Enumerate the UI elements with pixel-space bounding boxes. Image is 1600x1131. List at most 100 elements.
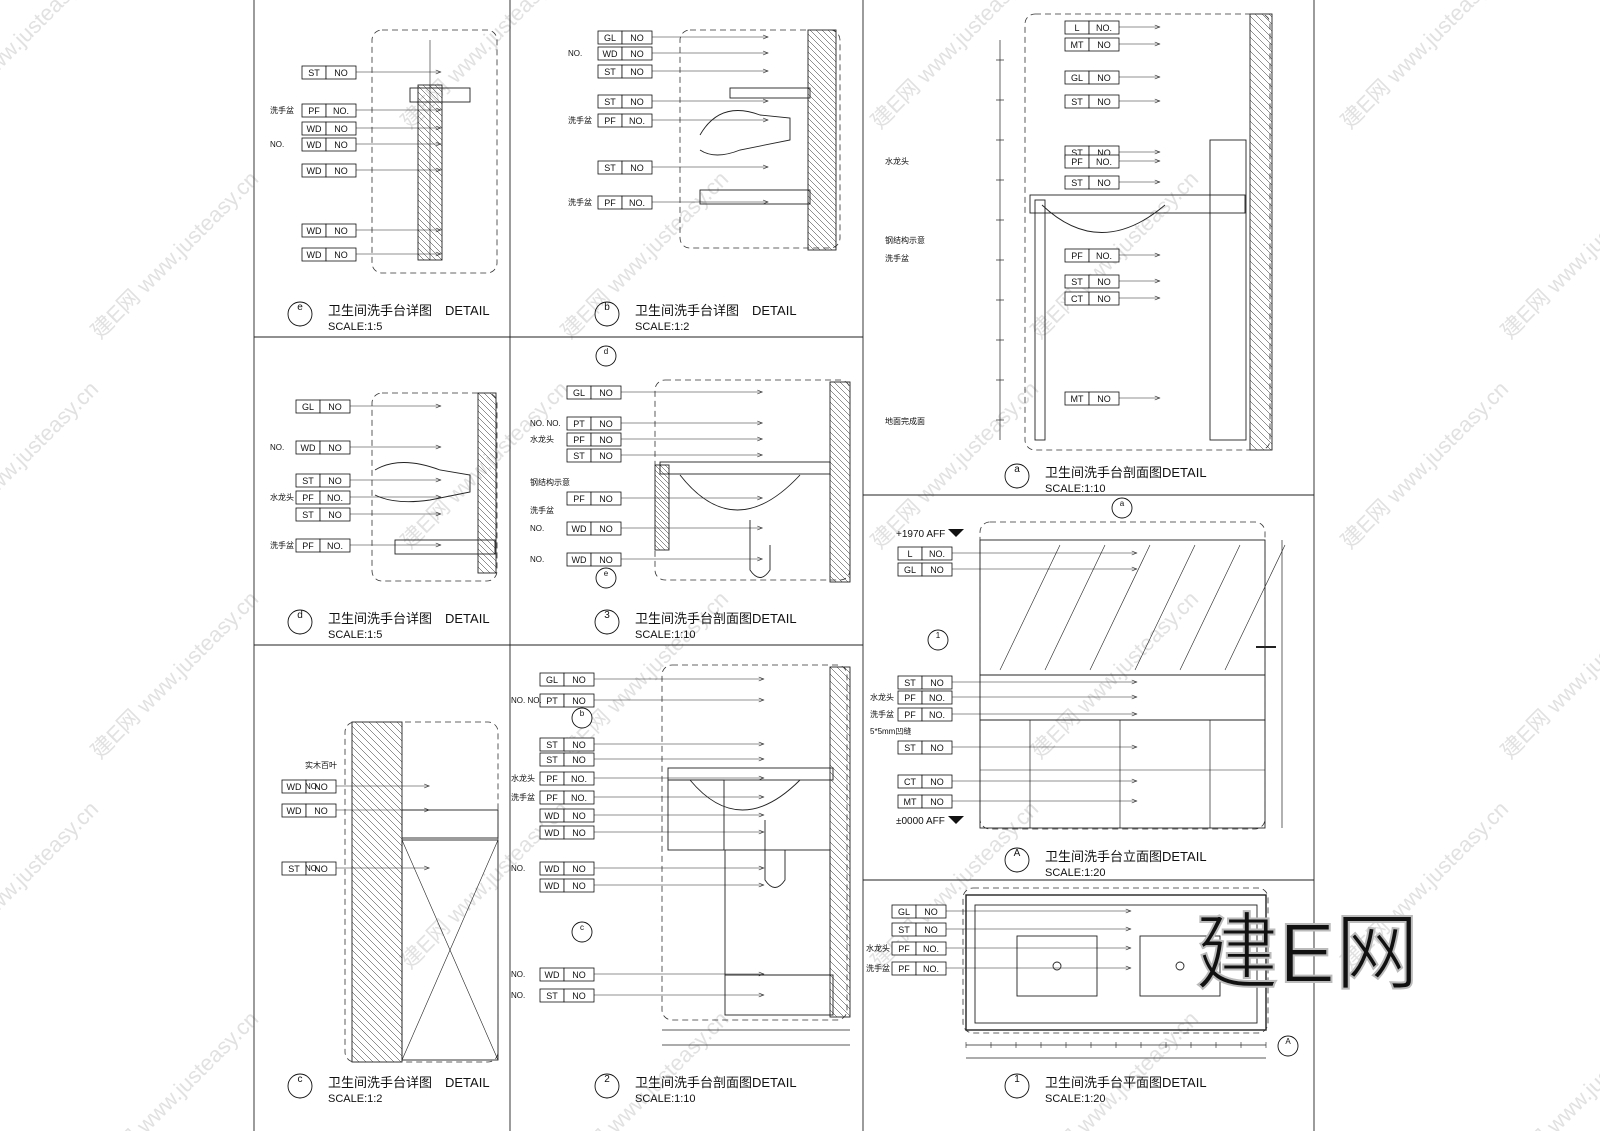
material-number: NO bbox=[930, 777, 944, 787]
material-number: NO bbox=[572, 970, 586, 980]
material-number: NO bbox=[572, 696, 586, 706]
material-number: NO bbox=[572, 740, 586, 750]
watermark-text: 建E网 www.justeasy.cn bbox=[1496, 166, 1600, 343]
annotation-label: NO. NO. bbox=[511, 696, 542, 705]
detail-marker bbox=[594, 301, 620, 327]
material-code: PF bbox=[302, 493, 314, 503]
detail-marker bbox=[287, 301, 313, 327]
detail-id: A bbox=[1014, 848, 1021, 859]
annotation-label: 钢结构示意 bbox=[530, 477, 570, 487]
annotation-label: 洗手盆 bbox=[270, 105, 294, 115]
drawing-boundary bbox=[962, 887, 1269, 1034]
wall-hatch bbox=[829, 381, 851, 583]
material-code: WD bbox=[603, 49, 618, 59]
annotation-label: 水龙头 bbox=[511, 773, 535, 783]
material-number: NO bbox=[1097, 294, 1111, 304]
callout-id: c bbox=[580, 923, 584, 932]
detail-id: 2 bbox=[604, 1074, 610, 1085]
material-number: NO bbox=[930, 797, 944, 807]
watermark-text: 建E网 www.justeasy.cn bbox=[0, 796, 103, 973]
material-code: ST bbox=[546, 755, 558, 765]
detail-marker bbox=[594, 609, 620, 635]
material-number: NO. bbox=[1096, 157, 1112, 167]
material-code: PF bbox=[302, 541, 314, 551]
material-code: GL bbox=[546, 675, 558, 685]
material-code: L bbox=[1074, 23, 1079, 33]
material-number: NO bbox=[599, 494, 613, 504]
material-number: NO bbox=[599, 555, 613, 565]
material-code: WD bbox=[545, 811, 560, 821]
material-code: PF bbox=[546, 774, 558, 784]
detail-sheet-ref: - bbox=[299, 629, 302, 638]
material-number: NO bbox=[334, 124, 348, 134]
material-code: GL bbox=[904, 565, 916, 575]
watermark-text: 建E网 www.justeasy.cn bbox=[0, 0, 103, 134]
annotation-label: 水龙头 bbox=[270, 492, 294, 502]
material-number: NO bbox=[930, 743, 944, 753]
detail-id: 1 bbox=[1014, 1074, 1020, 1085]
material-code: ST bbox=[1071, 148, 1083, 158]
material-number: NO bbox=[1097, 40, 1111, 50]
material-number: NO bbox=[599, 419, 613, 429]
material-number: NO bbox=[572, 675, 586, 685]
detail-marker bbox=[1004, 847, 1030, 873]
watermark-text: 建E网 www.justeasy.cn bbox=[1496, 1006, 1600, 1131]
material-code: ST bbox=[302, 510, 314, 520]
material-code: L bbox=[907, 549, 912, 559]
material-code: GL bbox=[302, 402, 314, 412]
annotation-label: 钢结构示意 bbox=[885, 235, 925, 245]
material-number: NO. bbox=[629, 198, 645, 208]
detail-sheet-ref: - bbox=[299, 1093, 302, 1102]
detail-sheet-ref: - bbox=[1016, 867, 1019, 876]
material-number: NO. bbox=[629, 116, 645, 126]
detail-marker bbox=[1004, 1073, 1030, 1099]
watermark-text: 建E网 www.justeasy.cn bbox=[86, 1006, 263, 1131]
brand-watermark: 建E网 bbox=[1195, 906, 1419, 1000]
material-number: NO bbox=[334, 68, 348, 78]
material-number: NO bbox=[314, 806, 328, 816]
drawing-boundary bbox=[661, 664, 848, 1021]
detail-scale: SCALE:1:2 bbox=[328, 1093, 382, 1105]
annotation-label: NO. bbox=[530, 555, 544, 564]
detail-title: 卫生间洗手台剖面图 bbox=[635, 1075, 752, 1090]
annotation-label: 洗手盆 bbox=[568, 115, 592, 125]
annotation-label: NO. bbox=[270, 443, 284, 452]
material-number: NO. bbox=[929, 710, 945, 720]
annotation-label: 洗手盆 bbox=[270, 540, 294, 550]
watermark-text: 建E网 www.justeasy.cn bbox=[1496, 586, 1600, 763]
annotation-label: NO. NO. bbox=[530, 419, 561, 428]
annotation-label: 水龙头 bbox=[866, 943, 890, 953]
watermark-text: 建E网 www.justeasy.cn bbox=[556, 1006, 733, 1131]
callout-id: e bbox=[604, 569, 609, 578]
detail-sheet-ref: - bbox=[299, 321, 302, 330]
drawing-boundary bbox=[979, 521, 1266, 830]
material-number: NO bbox=[630, 33, 644, 43]
material-code: PF bbox=[308, 106, 320, 116]
material-number: NO bbox=[630, 49, 644, 59]
material-number: NO bbox=[599, 388, 613, 398]
material-code: MT bbox=[1071, 394, 1084, 404]
